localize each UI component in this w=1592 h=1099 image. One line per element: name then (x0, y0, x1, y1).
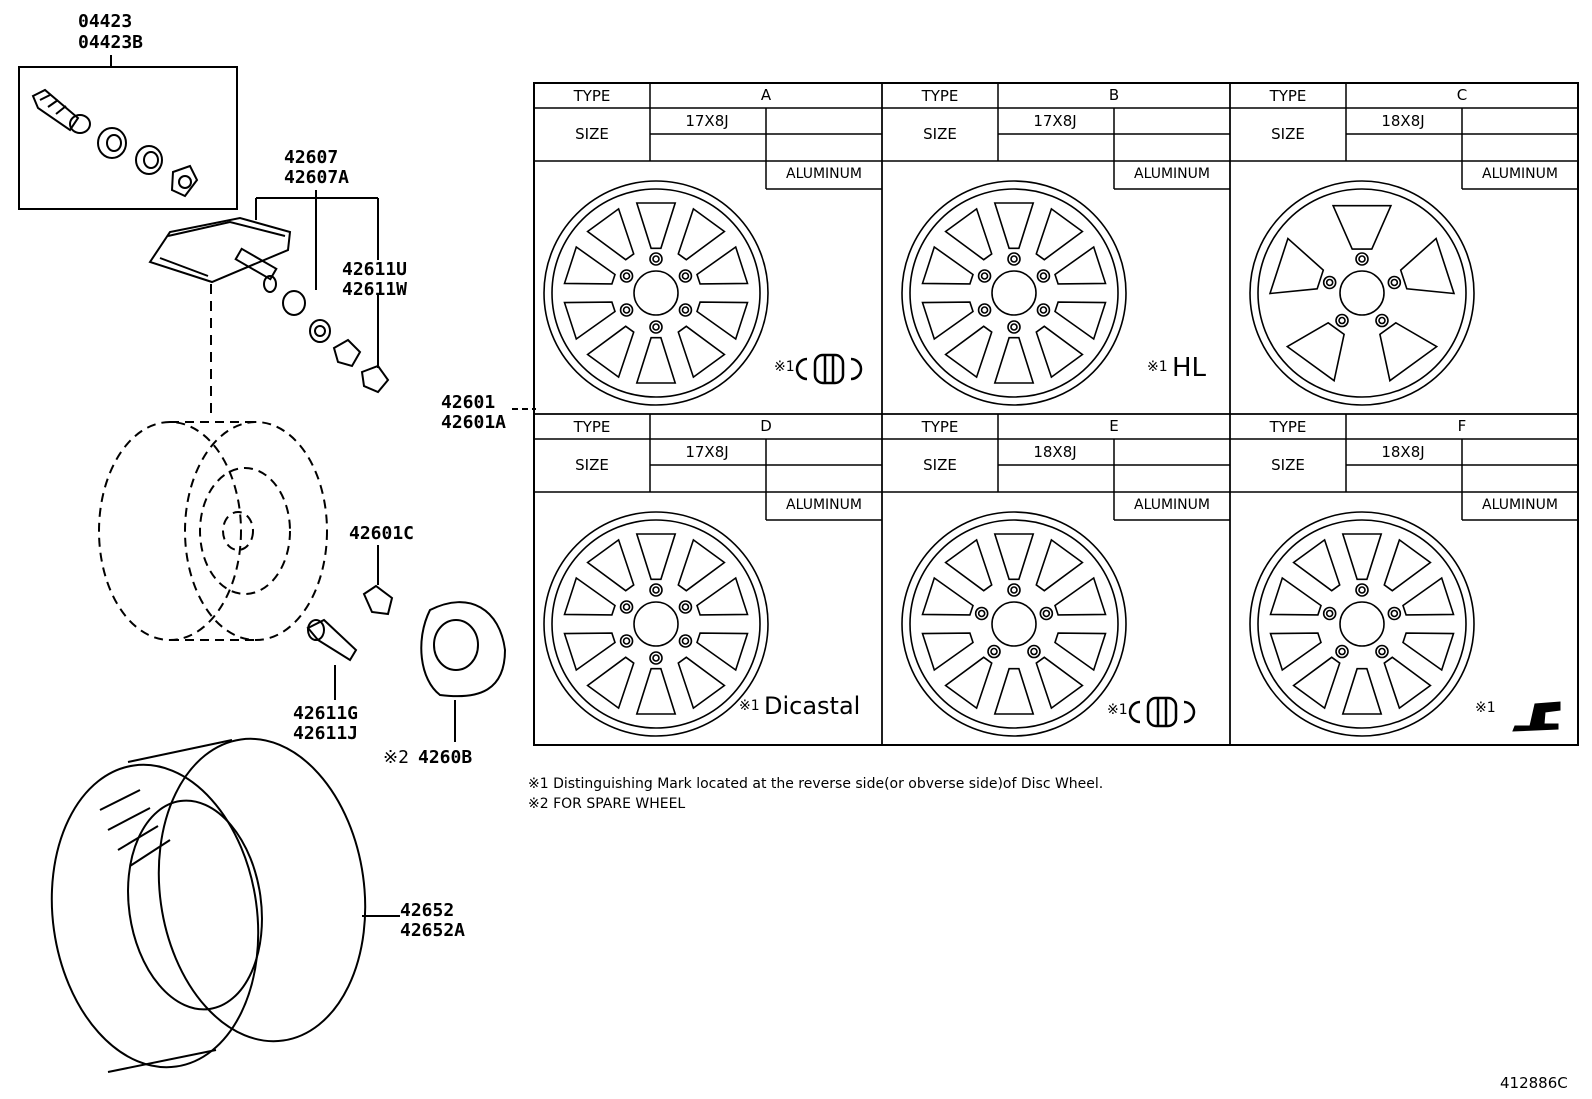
type-label-a: TYPE (573, 87, 611, 105)
mark-dicastal: Dicastal (764, 692, 861, 720)
mark-ref-a: ※1 (774, 359, 795, 375)
wheel-nut-icon (362, 584, 394, 616)
size-label-b: SIZE (923, 125, 957, 143)
wheel-drawing-b (901, 180, 1127, 406)
size-value-a: 17X8J (685, 112, 729, 130)
type-value-e: E (1109, 417, 1119, 435)
size-value-d: 17X8J (685, 443, 729, 461)
valve-kit-parts-icon (31, 88, 199, 198)
material-d: ALUMINUM (786, 497, 862, 513)
label-4260b: 4260B (418, 747, 473, 768)
maker-logo-icon (1512, 701, 1561, 732)
label-42607a: 42607A (284, 167, 350, 188)
size-value-b: 17X8J (1033, 112, 1077, 130)
type-label-d: TYPE (573, 418, 611, 436)
material-e: ALUMINUM (1134, 497, 1210, 513)
label-42601a: 42601A (441, 412, 507, 433)
label-04423: 04423 (78, 11, 133, 32)
size-label-f: SIZE (1271, 456, 1305, 474)
spare-ref-mark: ※2 (383, 747, 409, 768)
mark-ref-e: ※1 (1107, 702, 1128, 718)
type-value-b: B (1108, 86, 1120, 104)
label-04423b: 04423B (78, 32, 144, 53)
type-label-f: TYPE (1269, 418, 1307, 436)
label-42611u: 42611U (342, 259, 408, 280)
label-42611g: 42611G (293, 703, 359, 724)
note-spare-wheel: ※2 FOR SPARE WHEEL (528, 796, 686, 812)
sensor-washer-icon (309, 319, 331, 343)
mark-ref-d: ※1 (739, 698, 760, 714)
type-label-b: TYPE (921, 87, 959, 105)
size-value-e: 18X8J (1033, 443, 1077, 461)
type-value-d: D (760, 417, 772, 435)
label-42607: 42607 (284, 147, 339, 168)
tpms-logo-icon (795, 353, 863, 385)
size-value-f: 18X8J (1381, 443, 1425, 461)
tpms-logo-icon (1128, 696, 1196, 728)
type-value-f: F (1457, 417, 1467, 435)
tpms-sensor-icon (148, 216, 292, 293)
size-label-c: SIZE (1271, 125, 1305, 143)
mark-hl: HL (1172, 353, 1207, 383)
tire-icon (50, 737, 400, 1073)
size-label-a: SIZE (575, 125, 609, 143)
spare-wheel-cap-icon (420, 601, 507, 742)
wheel-drawing-d (543, 511, 769, 737)
label-42652: 42652 (400, 900, 455, 921)
material-f: ALUMINUM (1482, 497, 1558, 513)
wheel-drawing-c (1249, 180, 1475, 406)
wheel-outline-icon (98, 421, 328, 641)
mark-ref-b: ※1 (1147, 359, 1168, 375)
wheel-drawing-a (543, 180, 769, 406)
label-42601c: 42601C (349, 523, 415, 544)
figure-id: 412886C (1500, 1074, 1568, 1092)
valve-core-icon (360, 364, 390, 394)
label-42611j: 42611J (293, 723, 359, 744)
valve-kit-box (18, 66, 238, 210)
sensor-grommet-icon (332, 338, 362, 368)
size-label-d: SIZE (575, 456, 609, 474)
note-distinguishing-mark: ※1 Distinguishing Mark located at the re… (528, 776, 1104, 792)
mark-ref-f: ※1 (1475, 700, 1496, 716)
label-42611w: 42611W (342, 279, 408, 300)
type-value-c: C (1456, 86, 1468, 104)
material-a: ALUMINUM (786, 166, 862, 182)
type-value-a: A (760, 86, 772, 104)
label-42652a: 42652A (400, 920, 466, 941)
sensor-nut-icon (282, 290, 306, 316)
type-label-e: TYPE (921, 418, 959, 436)
label-42601: 42601 (441, 392, 496, 413)
type-label-c: TYPE (1269, 87, 1307, 105)
size-label-e: SIZE (923, 456, 957, 474)
material-c: ALUMINUM (1482, 166, 1558, 182)
material-b: ALUMINUM (1134, 166, 1210, 182)
size-value-c: 18X8J (1381, 112, 1425, 130)
wheel-drawing-f (1249, 511, 1475, 737)
wheel-drawing-e (901, 511, 1127, 737)
